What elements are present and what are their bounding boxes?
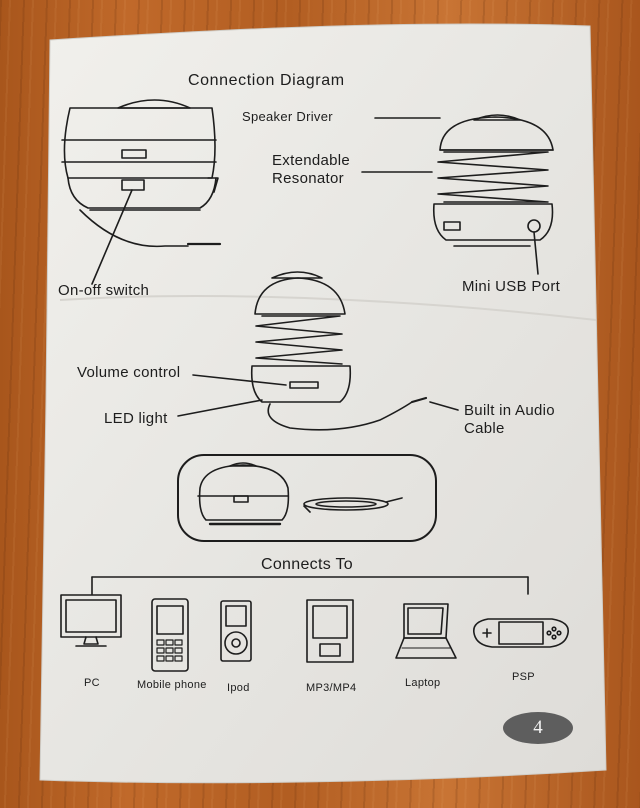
speaker-driver-label: Speaker Driver (242, 109, 333, 124)
mini-usb-port-label: Mini USB Port (462, 278, 561, 295)
psp-icon (472, 618, 569, 648)
led-light-label: LED light (104, 410, 168, 427)
built-in-audio-cable-label: Built in Audio Cable (464, 402, 555, 437)
mp3-mp4-icon (306, 599, 354, 663)
device-label-pc: PC (84, 677, 100, 689)
package-contents-illustration (177, 454, 437, 542)
device-label-psp: PSP (512, 671, 535, 683)
connects-to-bracket (91, 576, 529, 595)
device-label-mobile-phone: Mobile phone (137, 679, 207, 691)
device-label-mp3-mp4: MP3/MP4 (306, 682, 357, 694)
ipod-icon (220, 600, 252, 662)
page-number-badge: 4 (503, 712, 573, 744)
diagram-title: Connection Diagram (188, 72, 345, 89)
page-number: 4 (533, 717, 543, 738)
device-label-ipod: Ipod (227, 682, 250, 694)
device-label-laptop: Laptop (405, 677, 441, 689)
mobile-phone-icon (151, 598, 189, 672)
speaker-closed-illustration (61, 99, 222, 285)
speaker-middle-illustration (177, 271, 459, 431)
connects-to-heading: Connects To (261, 556, 353, 573)
speaker-extended-illustration (361, 114, 554, 275)
laptop-icon (395, 603, 457, 659)
extendable-resonator-label: Extendable Resonator (272, 152, 351, 187)
pc-icon (60, 594, 122, 647)
on-off-switch-label: On-off switch (58, 282, 150, 299)
volume-control-label: Volume control (77, 364, 181, 381)
